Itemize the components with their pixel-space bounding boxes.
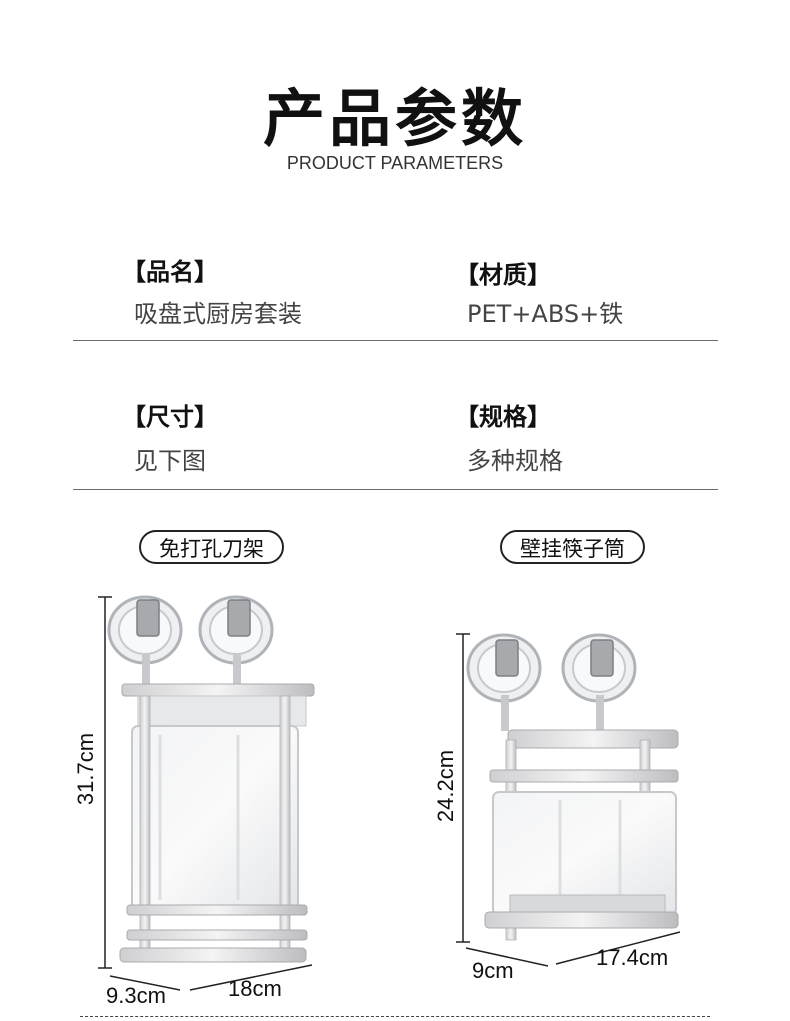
chopstick-holder-illustration: [456, 633, 681, 967]
param-size-value: 见下图: [134, 447, 206, 475]
chopstick-holder-depth-label: 9cm: [472, 958, 514, 983]
suction-cup-icon: [466, 633, 542, 731]
param-name-value: 吸盘式厨房套装: [134, 300, 302, 328]
divider-bottom: [73, 489, 718, 490]
product-pill-chopstick-holder: 壁挂筷子筒: [500, 530, 645, 564]
suction-cup-icon: [561, 633, 637, 731]
param-material-label: 【材质】: [455, 261, 551, 289]
param-size-label: 【尺寸】: [122, 403, 218, 431]
bottom-dashed-line: [80, 1016, 710, 1017]
page-subtitle: PRODUCT PARAMETERS: [286, 153, 504, 173]
param-spec-label: 【规格】: [455, 403, 551, 431]
knife-rack-width-label: 18cm: [228, 976, 282, 1001]
param-material-value: PET+ABS+铁: [467, 300, 624, 328]
product-pill-knife-rack: 免打孔刀架: [139, 530, 284, 564]
param-spec-value: 多种规格: [467, 447, 563, 475]
suction-cup-icon: [107, 595, 183, 687]
param-name-label: 【品名】: [122, 258, 218, 286]
divider-top: [73, 340, 718, 341]
chopstick-holder-height-label: 24.2cm: [433, 749, 459, 823]
suction-cup-icon: [198, 595, 274, 687]
page-title: 产品参数: [262, 82, 527, 155]
chopstick-holder-width-label: 17.4cm: [596, 945, 669, 970]
knife-rack-depth-label: 9.3cm: [106, 983, 166, 1008]
knife-rack-height-label: 31.7cm: [73, 732, 99, 806]
knife-rack-illustration: [98, 595, 315, 991]
